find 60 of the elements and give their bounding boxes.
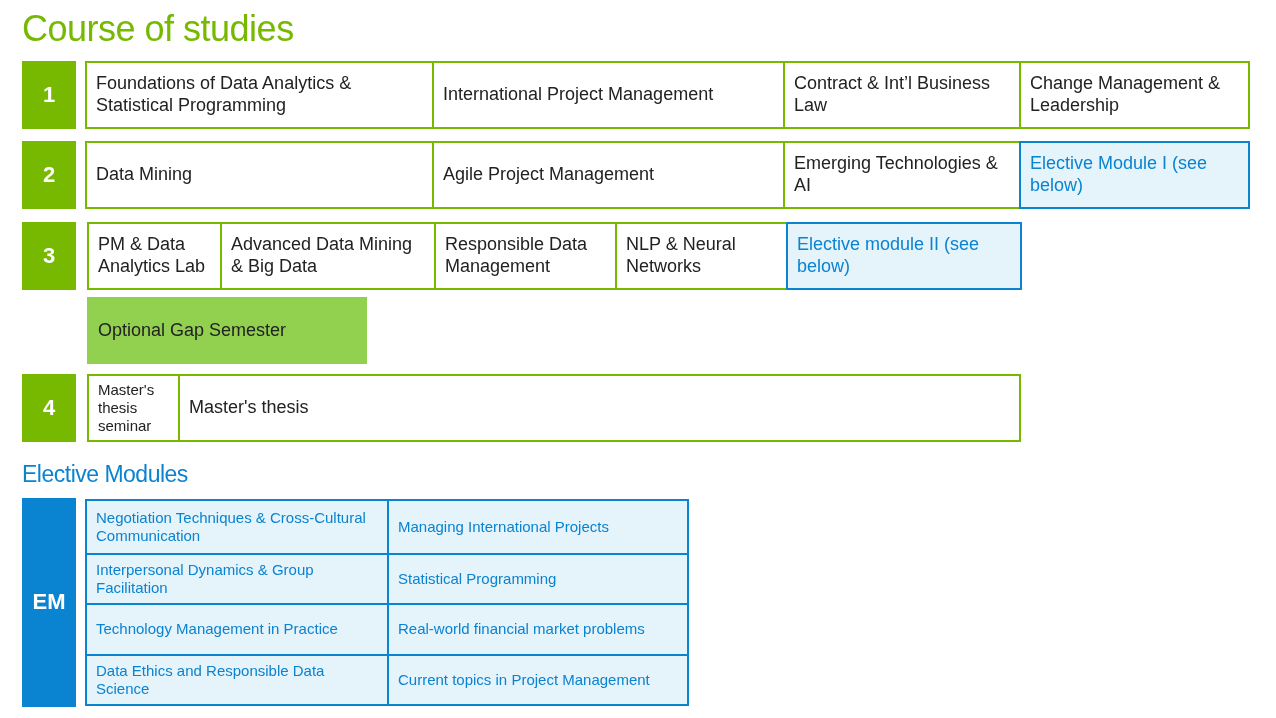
- module-cell: [615, 222, 788, 290]
- page-title: Course of studies: [22, 8, 294, 50]
- module-name: Interpersonal Dynamics & Group Facilitation: [96, 560, 315, 598]
- module-name: Master's thesis: [189, 397, 309, 419]
- elective-module-cell: [387, 603, 689, 656]
- module-cell: [85, 141, 434, 209]
- block-label: 1: [42, 81, 56, 109]
- elective-placeholder-cell: [1019, 141, 1250, 209]
- semester-number-block: [22, 222, 76, 290]
- elective-module-cell: [85, 553, 389, 605]
- elective-module-cell: [85, 603, 389, 656]
- section-heading: Elective Modules: [22, 461, 188, 488]
- module-cell: [87, 222, 222, 290]
- module-name: Agile Project Management: [443, 164, 655, 186]
- module-cell: [178, 374, 1021, 442]
- elective-module-cell: [85, 499, 389, 555]
- module-name: Data Ethics and Responsible Data Science: [96, 661, 326, 699]
- module-name: International Project Management: [443, 84, 714, 106]
- module-cell: [220, 222, 436, 290]
- module-name: Managing International Projects: [398, 517, 609, 537]
- module-name: Technology Management in Practice: [96, 620, 338, 639]
- elective-module-cell: [387, 654, 689, 706]
- semester-number-block: [22, 374, 76, 442]
- module-name: Real-world financial market problems: [398, 620, 645, 639]
- module-name: Current topics in Project Management: [398, 670, 650, 690]
- elective-label-block: [22, 498, 76, 707]
- module-cell: [783, 141, 1021, 209]
- block-label: 3: [42, 242, 56, 270]
- module-cell: [1019, 61, 1250, 129]
- elective-placeholder-cell: [786, 222, 1022, 290]
- module-name: Data Mining: [96, 164, 193, 186]
- module-name: Negotiation Techniques & Cross-Cultural Communication: [96, 508, 367, 546]
- module-name: Emerging Technologies & AI: [794, 153, 999, 197]
- block-label: 2: [42, 161, 56, 189]
- module-cell: [87, 374, 180, 442]
- module-name: Statistical Programming: [398, 569, 557, 589]
- semester-number-block: [22, 141, 76, 209]
- module-name: Responsible Data Management: [445, 234, 589, 278]
- module-name: Elective Module I (see below): [1030, 153, 1209, 197]
- module-name: Advanced Data Mining & Big Data: [231, 234, 414, 278]
- module-cell: [783, 61, 1021, 129]
- module-name: Master's thesis seminar: [98, 380, 156, 436]
- module-name: PM & Data Analytics Lab: [98, 234, 207, 278]
- module-name: Change Management & Leadership: [1030, 73, 1222, 117]
- module-cell: [432, 61, 785, 129]
- elective-module-cell: [85, 654, 389, 706]
- block-label: 4: [42, 394, 56, 422]
- module-name: Foundations of Data Analytics & Statistical Programming: [96, 73, 353, 117]
- module-name: NLP & Neural Networks: [626, 234, 737, 278]
- gap-semester-bar: [87, 297, 367, 364]
- module-name: Optional Gap Semester: [98, 319, 287, 342]
- module-cell: [434, 222, 617, 290]
- module-cell: [432, 141, 785, 209]
- elective-module-cell: [387, 553, 689, 605]
- module-name: Elective module II (see below): [797, 234, 981, 278]
- module-cell: [85, 61, 434, 129]
- module-name: Contract & Int’l Business Law: [794, 73, 992, 117]
- semester-number-block: [22, 61, 76, 129]
- block-label: EM: [32, 589, 66, 616]
- elective-module-cell: [387, 499, 689, 555]
